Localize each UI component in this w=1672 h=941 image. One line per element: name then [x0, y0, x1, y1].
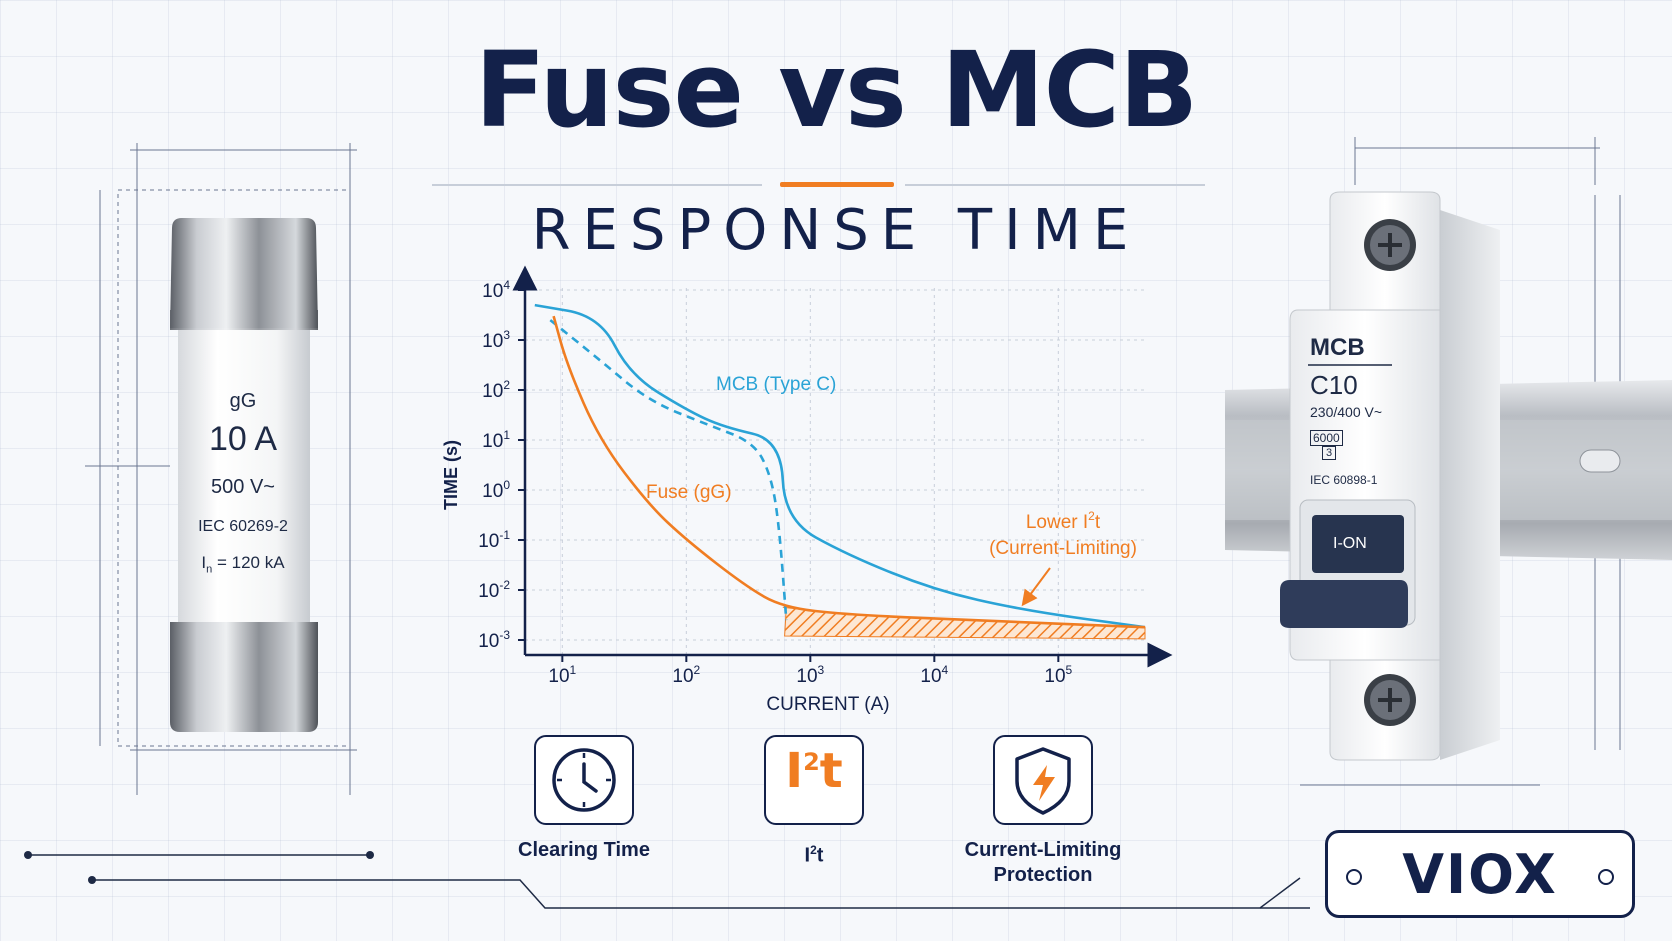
y-tick-label: 103 [482, 328, 510, 352]
i2t-icon: I2t [785, 743, 843, 799]
mcb-energy-class: 3 [1322, 446, 1337, 460]
current-limiting-card [993, 735, 1093, 825]
current-limiting-label: (Current-Limiting) [989, 538, 1137, 559]
fuse-curve [552, 315, 1146, 629]
x-axis-label: CURRENT (A) [766, 694, 889, 715]
fuse-type: gG [229, 390, 257, 412]
i2t-label: I2t [804, 843, 824, 867]
y-tick-label: 10-1 [478, 528, 510, 552]
screw-icon [1598, 869, 1614, 885]
x-tick-label: 101 [548, 663, 576, 687]
y-tick-label: 10-3 [478, 628, 510, 652]
fuse-standard: IEC 60269-2 [198, 518, 288, 535]
mcb-standard: IEC 60898-1 [1310, 473, 1378, 487]
page-title: Fuse vs MCB [474, 29, 1199, 151]
x-tick-label: 103 [796, 663, 824, 687]
y-tick-label: 102 [482, 378, 510, 402]
y-tick-label: 101 [482, 428, 510, 452]
shield-bolt-icon [1015, 747, 1071, 815]
screw-icon [1346, 869, 1362, 885]
clearing-time-card [534, 735, 634, 825]
fuse-voltage: 500 V~ [211, 476, 275, 498]
fuse-curve-label: Fuse (gG) [646, 482, 732, 503]
mcb-curve-label: MCB (Type C) [716, 374, 836, 395]
mcb-curve [534, 303, 1146, 629]
mcb-title: MCB [1310, 334, 1365, 361]
current-limiting-label: Current-Limiting Protection [964, 839, 1122, 886]
lower-i2t-label: Lower I2t [1026, 509, 1101, 533]
annotation-arrow [1021, 567, 1051, 607]
x-tick-label: 105 [1044, 663, 1072, 687]
fuse-breaking-capacity: In = 120 kA [201, 553, 285, 576]
title-rule-left [432, 184, 762, 186]
brand-name: VIOX [1402, 842, 1558, 906]
mcb-switch-label: I-ON [1333, 535, 1367, 552]
y-tick-label: 104 [482, 278, 510, 302]
x-tick-label: 104 [920, 663, 948, 687]
i2t-card: I2t [764, 735, 864, 825]
mcb-voltage: 230/400 V~ [1310, 404, 1383, 420]
mcb-rating: C10 [1310, 370, 1358, 400]
y-axis-label: TIME (s) [441, 440, 461, 510]
mcb-dashed-curve [549, 319, 788, 621]
y-tick-label: 100 [482, 478, 510, 502]
clock-icon [552, 748, 616, 812]
y-tick-label: 10-2 [478, 578, 510, 602]
clearing-time-label: Clearing Time [518, 839, 650, 861]
mcb-breaking-capacity: 6000 [1310, 430, 1343, 446]
brand-logo: VIOX [1325, 830, 1635, 918]
x-tick-label: 102 [672, 663, 700, 687]
title-rule-right [905, 184, 1205, 186]
title-accent [780, 182, 894, 187]
page-subtitle: RESPONSE TIME [531, 198, 1141, 263]
fuse-rating: 10 A [208, 420, 278, 458]
